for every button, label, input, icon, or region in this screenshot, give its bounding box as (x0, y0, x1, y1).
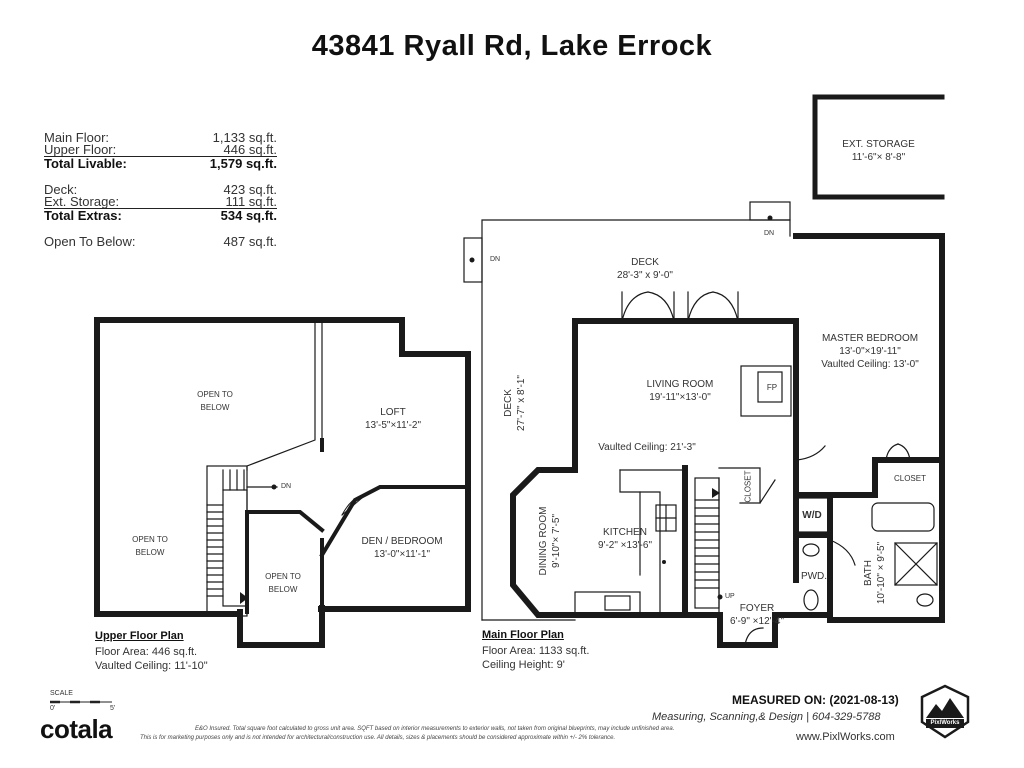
scale-end: 5' (110, 705, 116, 712)
company-info: Measuring, Scanning,& Design | 604-329-5… (652, 711, 881, 723)
disclaimer-line-2: This is for marketing purposes only and … (140, 735, 616, 741)
deck-stair-dn-top: DN (764, 230, 775, 237)
upper-stair-dn: DN (281, 483, 292, 490)
disclaimer-line-1: E&O Insured. Total square foot calculate… (195, 726, 675, 732)
deck-stair-dn-left: DN (490, 256, 501, 263)
upper-plan-details: Floor Area: 446 sq.ft.Vaulted Ceiling: 1… (95, 646, 208, 672)
main-plan-details: Floor Area: 1133 sq.ft.Ceiling Height: 9… (482, 645, 590, 671)
den-door (341, 495, 363, 516)
stair-arrows (240, 215, 773, 604)
measured-on: MEASURED ON: (2021-08-13) (732, 693, 899, 707)
summary-rule-1 (44, 156, 277, 157)
main-floor-walls (510, 233, 945, 648)
fireplace-label: FP (766, 383, 778, 392)
main-stair-up: UP (725, 593, 735, 600)
page-title: 43841 Ryall Rd, Lake Errock (311, 30, 713, 62)
scale-label: SCALE (50, 690, 73, 697)
main-floor-inner (514, 233, 945, 646)
upper-floor-inner (95, 318, 468, 645)
master-closet-label: CLOSET (893, 474, 926, 483)
vaulted-ceiling-label: Vaulted Ceiling: 21'-3" (598, 442, 696, 453)
upper-floor-partitions (245, 438, 470, 614)
cotala-logo: cotala (40, 714, 113, 744)
pixlworks-badge-text: PixlWorks (930, 720, 960, 726)
company-website: www.PixlWorks.com (796, 731, 895, 743)
upper-plan-title: Upper Floor Plan (95, 630, 184, 642)
upper-floor-walls (94, 317, 471, 648)
summary-rule-2 (44, 208, 277, 209)
powder-room-label: PWD. (800, 571, 828, 582)
scale-start: 0' (50, 705, 56, 712)
washer-dryer-label: W/D (802, 510, 822, 521)
ext-storage-walls (812, 94, 945, 200)
main-plan-title: Main Floor Plan (482, 629, 564, 641)
